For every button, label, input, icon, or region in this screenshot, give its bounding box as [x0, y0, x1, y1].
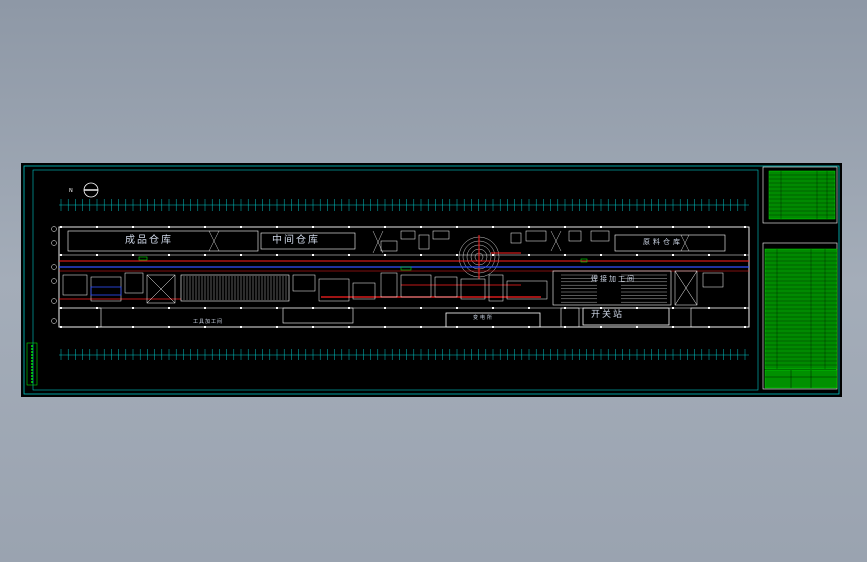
title-block-lower	[762, 242, 838, 390]
room-upper-left	[67, 230, 259, 252]
room-bottom-right	[582, 307, 670, 326]
factory-floor-plan: N	[23, 165, 840, 395]
label-upper-middle-room: 中间仓库	[272, 235, 320, 246]
label-middle-right-room: 焊接加工间	[591, 275, 636, 283]
title-block-upper	[762, 166, 838, 224]
north-arrow-icon	[83, 182, 99, 198]
axis-bubbles-left	[51, 226, 57, 324]
drawing-border	[32, 169, 759, 391]
outer-frame	[23, 165, 840, 395]
label-upper-right-room: 原料仓库	[643, 238, 683, 246]
room-upper-right	[614, 234, 726, 252]
side-stamp-frame	[26, 342, 38, 386]
label-bottom-left-room: 工具加工间	[193, 319, 224, 325]
room-middle-right	[552, 270, 672, 306]
building-outline	[58, 226, 750, 328]
label-bottom-middle-room: 变电所	[473, 315, 495, 321]
label-bottom-right-room: 开关站	[591, 310, 625, 320]
cad-drawing-canvas[interactable]: N	[21, 163, 842, 397]
room-upper-middle	[260, 232, 356, 250]
north-mark: N	[69, 188, 73, 194]
furnace-rack	[180, 274, 290, 302]
label-upper-left-room: 成品仓库	[125, 235, 173, 246]
